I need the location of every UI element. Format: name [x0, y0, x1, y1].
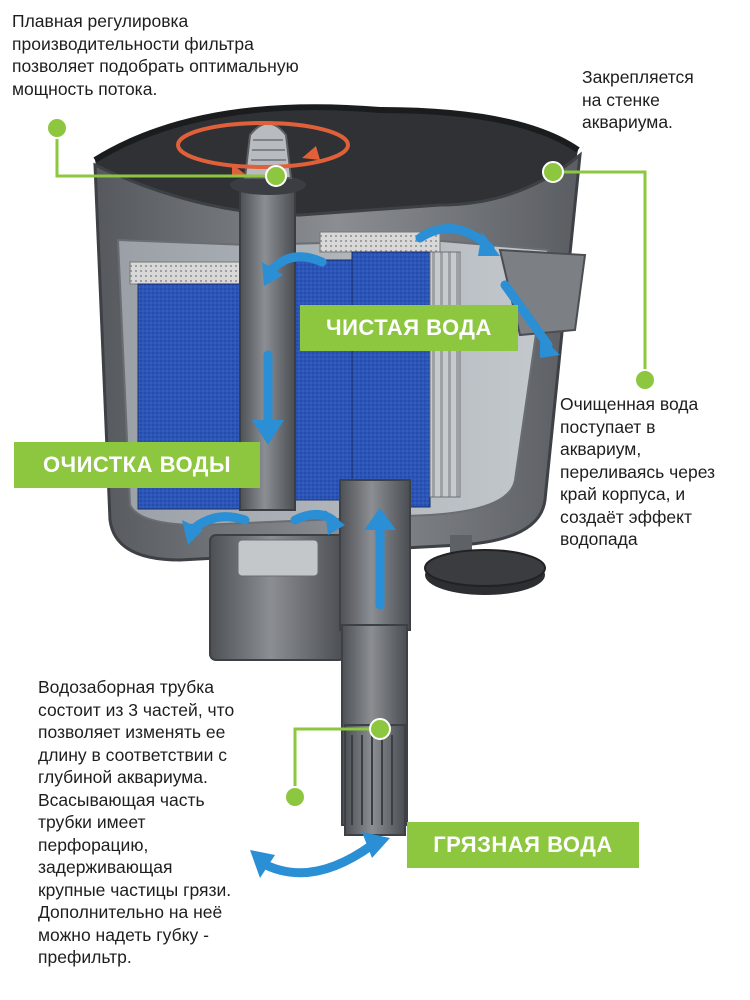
note-line: аквариум,	[560, 439, 642, 459]
note-line: глубиной аквариума.	[38, 767, 208, 787]
note-line: переливаясь через	[560, 461, 716, 482]
note-line: позволяет изменять ее	[38, 722, 226, 742]
note-line: можно надеть губку -	[38, 924, 209, 945]
note-line: позволяет подобрать оптимальную	[12, 56, 299, 76]
rotate-arrow-icon	[176, 121, 350, 169]
note-line: на стенке	[582, 89, 660, 110]
note-line: задерживающая	[38, 857, 173, 877]
note-line: трубки имеет	[38, 812, 146, 832]
left-mesh-top	[129, 261, 251, 285]
note-line: Закрепляется	[582, 67, 694, 87]
note-line: аквариума.	[582, 112, 673, 132]
leader-lines	[55, 128, 647, 797]
note-line: перфорацию,	[38, 834, 149, 855]
intake-tube	[339, 479, 411, 631]
marker-dot	[284, 786, 306, 808]
note-line: Плавная регулировка	[12, 11, 189, 31]
bio-ribs	[429, 251, 461, 498]
mounting-note: Закрепляется на стенке аквариума.	[582, 66, 694, 134]
note-line: Водозаборная трубка	[38, 677, 215, 697]
note-line: Очищенная вода	[560, 394, 699, 414]
flow-control-note: Плавная регулировка производительности ф…	[12, 10, 299, 100]
note-line: крупные частицы грязи.	[38, 879, 232, 900]
note-line: Дополнительно на неё	[38, 902, 223, 922]
marker-dot	[542, 161, 564, 183]
top-left-arrow-icon	[265, 252, 327, 277]
dirty-water-badge: ГРЯЗНАЯ ВОДА	[407, 822, 639, 868]
marker-dot	[369, 718, 391, 740]
intake-tube-note: Водозаборная трубка состоит из 3 частей,…	[38, 676, 234, 969]
right-sponge	[351, 251, 431, 508]
intake-arrow-icon	[255, 840, 377, 878]
note-line: префильтр.	[38, 947, 132, 967]
outflow-note: Очищенная вода поступает в аквариум, пер…	[560, 393, 715, 551]
note-line: состоит из 3 частей, что	[38, 699, 235, 720]
note-line: длину в соответствии с	[38, 744, 227, 765]
note-line: Всасывающая часть	[38, 789, 205, 810]
marker-dot	[265, 165, 287, 187]
middle-sponge	[291, 259, 353, 501]
note-line: производительности фильтра	[12, 33, 254, 54]
note-line: водопада	[560, 529, 638, 549]
note-line: край корпуса, и	[560, 484, 686, 504]
clean-water-badge: ЧИСТАЯ ВОДА	[300, 305, 518, 351]
water-cleaning-badge: ОЧИСТКА ВОДЫ	[14, 442, 260, 488]
marker-dot	[46, 117, 68, 139]
note-line: мощность потока.	[12, 78, 158, 99]
note-line: поступает в	[560, 416, 656, 437]
marker-dot	[634, 369, 656, 391]
perforated-strainer	[344, 724, 406, 836]
note-line: создаёт эффект	[560, 506, 693, 527]
